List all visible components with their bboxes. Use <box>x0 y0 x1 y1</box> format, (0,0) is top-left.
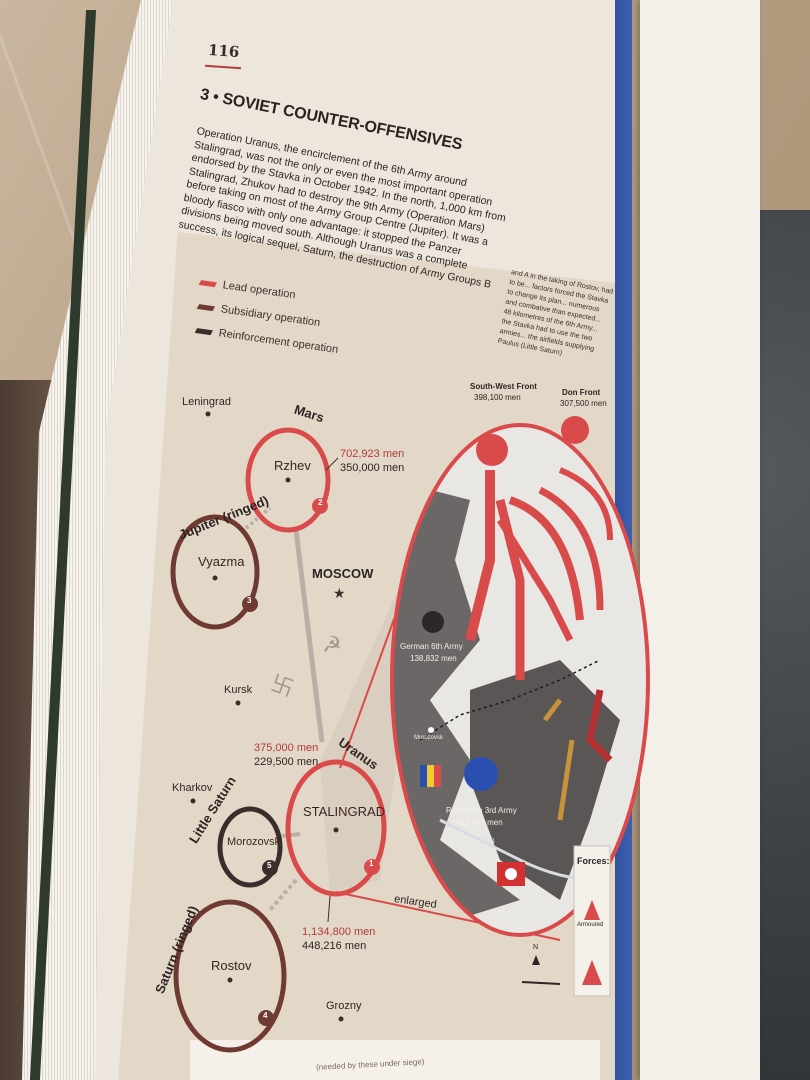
mars-uranus-link <box>293 529 325 743</box>
mars-soviet-men: 702,923 men <box>340 448 405 460</box>
morozovsk-inset-dot <box>428 727 434 733</box>
forces-label: Forces: <box>577 856 610 866</box>
saturn-number: 4 <box>263 1011 268 1020</box>
romanian-army-marker <box>464 757 498 791</box>
mars-axis-men: 350,000 men <box>340 462 405 474</box>
kharkov-dot <box>190 798 196 804</box>
don-front-marker <box>561 416 589 444</box>
kursk-dot <box>235 700 241 706</box>
offensive-arrow <box>558 467 613 541</box>
moscow-label: MOSCOW <box>312 566 374 581</box>
don-river-label: Don <box>480 836 495 845</box>
swastika-icon: 卐 <box>267 671 296 702</box>
german-relief-arrow <box>543 698 562 722</box>
inset-ring <box>390 423 650 937</box>
morozovsk-link <box>281 832 301 838</box>
inset-land-left <box>392 480 520 935</box>
rostov-dot <box>227 977 233 983</box>
moscow-star-icon: ★ <box>333 586 346 602</box>
grozny-dot <box>338 1016 344 1022</box>
romanian-flag-yellow <box>427 765 434 787</box>
north-arrow-icon <box>532 955 540 965</box>
romanian-flag-red <box>434 765 441 787</box>
jupiter-ring <box>170 514 260 630</box>
sw-front-label: South-West Front <box>470 382 537 391</box>
saturn-badge <box>258 1010 274 1026</box>
offensive-arrow <box>586 689 613 763</box>
mars-ring <box>245 427 331 533</box>
inset-land-center <box>470 660 620 900</box>
leningrad-label: Leningrad <box>182 396 231 408</box>
morozovsk-inset-label: Morozovsk <box>414 735 444 741</box>
don-front-label: Don Front <box>562 388 601 397</box>
offensive-arrow <box>465 470 495 642</box>
mars-leader <box>325 457 339 471</box>
german-flag-disc <box>505 868 517 880</box>
leningrad-dot <box>205 411 211 417</box>
little-saturn-ring <box>217 806 283 888</box>
uranus-soviet-men: 1,134,800 men <box>302 926 376 938</box>
rzhev-label: Rzhev <box>274 458 311 473</box>
saturn-link <box>268 878 298 912</box>
kharkov-label: Kharkov <box>172 782 213 794</box>
hammer-sickle-icon: ☭ <box>322 633 342 658</box>
uranus-ring <box>285 759 387 897</box>
don-front-men: 307,500 men <box>560 399 607 408</box>
mars-badge <box>312 498 328 514</box>
little-saturn-badge <box>262 860 278 876</box>
sw-front-marker <box>476 434 508 466</box>
little-saturn-axis-men: 229,500 men <box>254 756 319 768</box>
german-army-marker <box>422 611 444 633</box>
book-back-cover <box>640 0 760 1080</box>
uranus-number: 1 <box>369 859 374 868</box>
german-army-men: 138,832 men <box>410 654 457 663</box>
romanian-flag-blue <box>420 765 427 787</box>
kursk-label: Kursk <box>224 684 253 696</box>
offensive-arrow <box>538 486 604 611</box>
saturn-ring <box>173 899 287 1053</box>
rzhev-dot <box>285 477 291 483</box>
uranus-badge <box>364 859 380 875</box>
german-army-label: German 6th Army <box>400 642 463 651</box>
sw-front-men: 398,100 men <box>474 393 521 402</box>
little-saturn-number: 5 <box>267 861 272 870</box>
grozny-label: Grozny <box>326 1000 362 1012</box>
armoured-label: Armoured <box>577 922 604 928</box>
stalingrad-dot <box>333 827 339 833</box>
north-label: N <box>533 944 539 951</box>
forces-arrow-icon <box>582 960 602 985</box>
jupiter-badge <box>242 596 258 612</box>
rostov-label: Rostov <box>211 958 252 973</box>
scale-bar <box>521 981 561 985</box>
romanian-army-label: Romanian 3rd Army <box>446 806 517 815</box>
vyazma-label: Vyazma <box>198 554 245 569</box>
uranus-leader <box>327 895 331 923</box>
morozovsk-label: Morozovsk <box>227 836 281 848</box>
offensive-arrow <box>497 518 574 642</box>
offensive-arrow <box>508 496 584 621</box>
jupiter-link <box>244 506 272 530</box>
mars-number: 2 <box>318 498 323 507</box>
page-bottom-strip <box>190 1040 600 1080</box>
romanian-army-men: 413,267 men <box>456 818 503 827</box>
inset-map <box>392 425 648 935</box>
stalingrad-label: STALINGRAD <box>303 804 386 819</box>
jupiter-number: 3 <box>247 596 252 605</box>
vyazma-dot <box>212 575 218 581</box>
german-relief-arrow <box>557 739 575 821</box>
forces-arrow-icon <box>584 900 600 920</box>
front-line <box>419 659 601 741</box>
little-saturn-soviet-men: 375,000 men <box>254 742 319 754</box>
uranus-axis-men: 448,216 men <box>302 940 367 952</box>
